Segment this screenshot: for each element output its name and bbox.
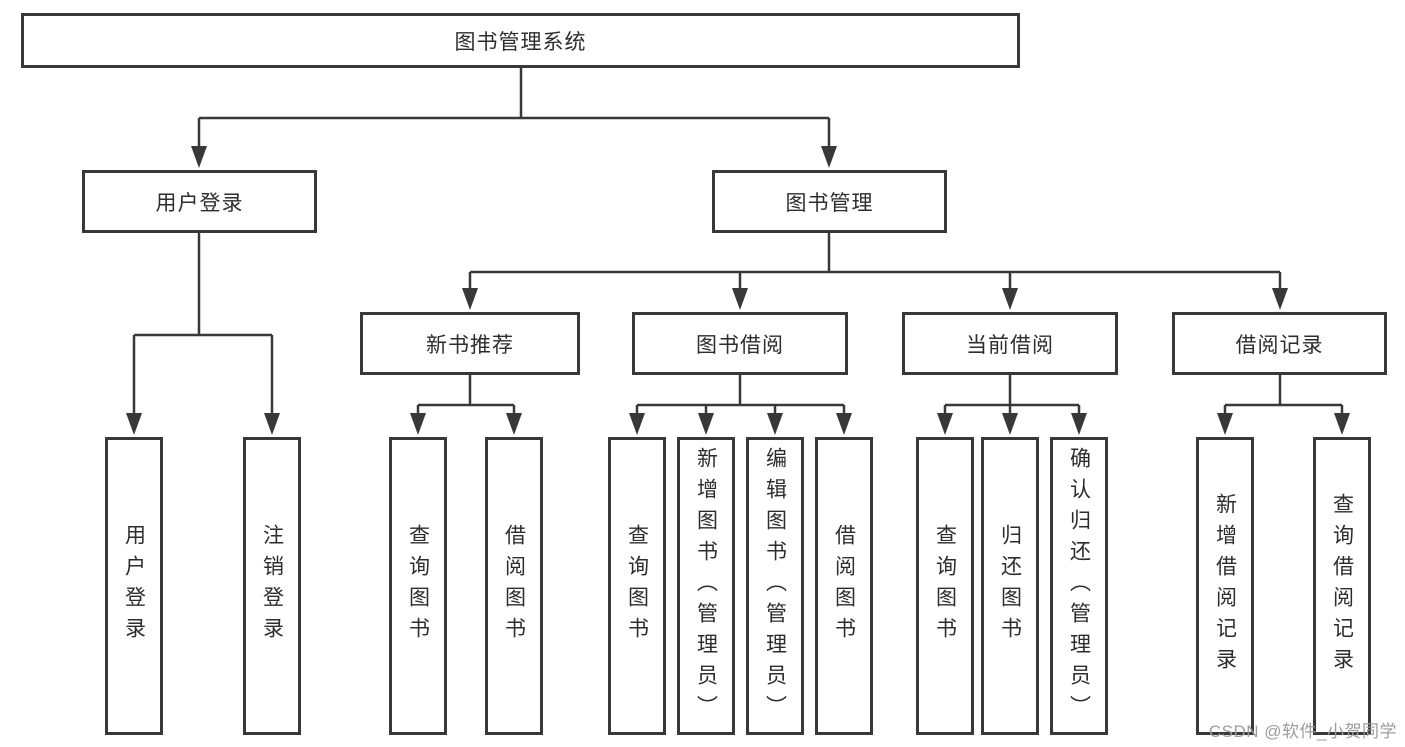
leaf-current-confirm-return: 确认归还（管理员） — [1050, 437, 1108, 735]
leaf-records-query-record: 查询借阅记录 — [1313, 437, 1371, 735]
edge-bookmgmt-to-modules — [468, 233, 1282, 294]
leaf-records-add-record-label: 新增借阅记录 — [1213, 493, 1237, 679]
leaf-recommend-borrow-book: 借阅图书 — [485, 437, 543, 735]
arrow-icon — [1272, 288, 1288, 310]
node-book-management-label: 图书管理 — [785, 191, 874, 215]
edge-borrow-to-leaves — [635, 375, 846, 419]
edge-userlogin-to-leaves — [132, 233, 274, 419]
edge-root-to-level2 — [197, 68, 831, 152]
arrow-icon — [767, 413, 783, 435]
node-current-borrow: 当前借阅 — [902, 312, 1118, 375]
arrow-icon — [1217, 413, 1233, 435]
leaf-records-add-record: 新增借阅记录 — [1196, 437, 1254, 735]
arrow-icon — [506, 413, 522, 435]
arrow-icon — [629, 413, 645, 435]
arrow-icon — [191, 146, 207, 168]
arrow-icon — [264, 413, 280, 435]
leaf-borrow-add-book: 新增图书（管理员） — [677, 437, 735, 735]
leaf-logout-login: 注销登录 — [243, 437, 301, 735]
leaf-borrow-add-book-label: 新增图书（管理员） — [694, 446, 718, 726]
leaf-current-confirm-return-label: 确认归还（管理员） — [1067, 446, 1091, 726]
arrow-icon — [462, 288, 478, 310]
leaf-borrow-edit-book-label: 编辑图书（管理员） — [763, 446, 787, 726]
csdn-watermark: CSDN @软件_小贺同学 — [1208, 722, 1397, 741]
edge-records-to-leaves — [1223, 375, 1344, 419]
node-system-root-label: 图书管理系统 — [454, 30, 587, 54]
leaf-recommend-query-book-label: 查询图书 — [406, 524, 430, 648]
node-borrow-records: 借阅记录 — [1172, 312, 1387, 375]
leaf-logout-login-label: 注销登录 — [260, 524, 284, 648]
arrow-icon — [1002, 288, 1018, 310]
leaf-user-login: 用户登录 — [105, 437, 163, 735]
arrow-icon — [732, 288, 748, 310]
arrow-icon — [1334, 413, 1350, 435]
node-book-borrow: 图书借阅 — [632, 312, 848, 375]
node-book-management: 图书管理 — [712, 170, 947, 233]
leaf-user-login-label: 用户登录 — [122, 524, 146, 648]
arrow-icon — [126, 413, 142, 435]
arrow-icon — [836, 413, 852, 435]
arrow-icon — [1002, 413, 1018, 435]
node-book-borrow-label: 图书借阅 — [696, 333, 784, 357]
leaf-current-query-book-label: 查询图书 — [933, 524, 957, 648]
arrowheads — [126, 146, 1350, 435]
node-user-login-label: 用户登录 — [155, 191, 244, 215]
leaf-recommend-query-book: 查询图书 — [389, 437, 447, 735]
arrow-icon — [937, 413, 953, 435]
leaf-current-return-book: 归还图书 — [981, 437, 1039, 735]
leaf-records-query-record-label: 查询借阅记录 — [1330, 493, 1354, 679]
arrow-icon — [821, 146, 837, 168]
arrow-icon — [698, 413, 714, 435]
leaf-current-return-book-label: 归还图书 — [998, 524, 1022, 648]
leaf-recommend-borrow-book-label: 借阅图书 — [502, 524, 526, 648]
node-borrow-records-label: 借阅记录 — [1235, 333, 1324, 357]
leaf-borrow-query-book-label: 查询图书 — [625, 524, 649, 648]
leaf-borrow-borrow-book: 借阅图书 — [815, 437, 873, 735]
arrow-icon — [410, 413, 426, 435]
node-new-book-recommend: 新书推荐 — [360, 312, 580, 375]
edge-current-to-leaves — [943, 375, 1081, 419]
leaf-borrow-borrow-book-label: 借阅图书 — [832, 524, 856, 648]
node-system-root: 图书管理系统 — [21, 13, 1020, 68]
node-current-borrow-label: 当前借阅 — [966, 333, 1054, 357]
arrow-icon — [1071, 413, 1087, 435]
node-new-book-recommend-label: 新书推荐 — [426, 333, 514, 357]
leaf-borrow-query-book: 查询图书 — [608, 437, 666, 735]
edge-recommend-to-leaves — [416, 375, 516, 419]
leaf-borrow-edit-book: 编辑图书（管理员） — [746, 437, 804, 735]
node-user-login: 用户登录 — [82, 170, 317, 233]
leaf-current-query-book: 查询图书 — [916, 437, 974, 735]
